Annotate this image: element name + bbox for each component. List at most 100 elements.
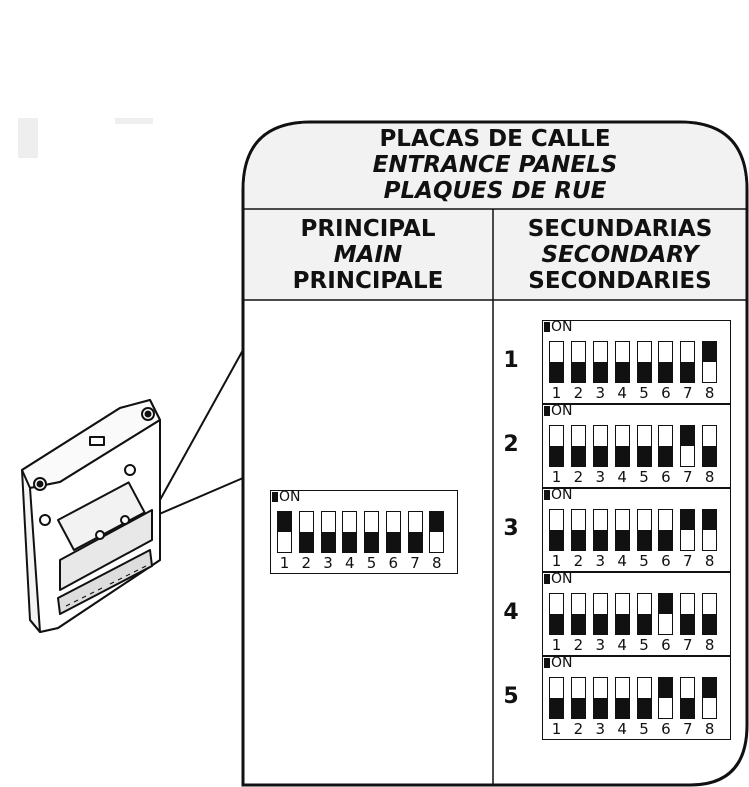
title-english: ENTRANCE PANELS <box>372 152 618 178</box>
secondary-panel-number: 4 <box>503 600 519 625</box>
switch-number: 3 <box>595 720 606 738</box>
dip-switch-knob-off <box>681 698 695 718</box>
dip-switch-3 <box>592 425 608 467</box>
dip-switch-knob-off <box>571 446 585 466</box>
switch-number: 2 <box>301 554 312 572</box>
dip-switch-knob-off <box>659 446 673 466</box>
switch-number: 8 <box>704 636 715 654</box>
dip-switch-4 <box>614 509 630 551</box>
secondary-panel-number: 1 <box>503 348 519 373</box>
title-spanish: PLACAS DE CALLE <box>379 126 611 152</box>
secondary-panel-number: 2 <box>503 432 519 457</box>
dip-switch-1 <box>549 593 564 635</box>
dip-switch-3 <box>592 509 608 551</box>
dip-switch-8 <box>429 511 445 553</box>
on-indicator-mark <box>544 490 550 500</box>
dip-switch-knob-off <box>550 698 563 718</box>
switch-number: 2 <box>573 552 584 570</box>
switch-number: 7 <box>682 636 693 654</box>
on-indicator-mark <box>544 406 550 416</box>
dip-switch-knob-off <box>550 446 563 466</box>
dip-switch-knob-off <box>637 698 651 718</box>
dip-switch-3 <box>592 593 608 635</box>
switch-number: 8 <box>704 468 715 486</box>
switch-number: 8 <box>431 554 442 572</box>
dip-switch-knob-off <box>571 614 585 634</box>
switch-number: 4 <box>617 720 627 738</box>
switch-number: 6 <box>661 468 671 486</box>
dip-switch-5 <box>364 511 379 553</box>
dip-switch-knob-off <box>615 614 629 634</box>
dip-switch-knob-on <box>681 510 695 530</box>
dip-switch-4 <box>614 593 630 635</box>
dip-switch-knob-off <box>637 362 651 382</box>
switch-number: 2 <box>573 636 584 654</box>
callout-line-top <box>149 349 244 519</box>
dip-switch-knob-on <box>681 426 695 446</box>
switch-number: 4 <box>617 552 627 570</box>
dip-switch-1 <box>277 511 292 553</box>
switch-number: 3 <box>595 384 606 402</box>
dip-switch-7 <box>680 677 696 719</box>
dip-switch-knob-off <box>571 362 585 382</box>
dip-switch-knob-off <box>615 362 629 382</box>
switch-number: 8 <box>704 720 715 738</box>
dip-switch-1 <box>549 509 564 551</box>
dip-switch-knob-off <box>659 362 673 382</box>
switch-number: 3 <box>595 636 606 654</box>
switch-number: 5 <box>639 636 649 654</box>
dip-switch-3 <box>592 341 608 383</box>
switch-number: 1 <box>551 720 562 738</box>
dip-switch-knob-off <box>550 614 563 634</box>
main-header-spanish: PRINCIPAL <box>300 216 436 242</box>
entrance-panels-title: PLACAS DE CALLE ENTRANCE PANELS PLAQUES … <box>243 126 747 204</box>
switch-number: 1 <box>551 468 562 486</box>
dip-switch-1 <box>549 341 564 383</box>
callout-line-bottom <box>149 477 244 519</box>
dip-switch-4 <box>614 341 630 383</box>
main-column-header: PRINCIPAL MAIN PRINCIPALE <box>243 216 493 294</box>
dip-switch-6 <box>658 341 674 383</box>
dip-switch-knob-on <box>659 594 673 614</box>
switch-number: 3 <box>595 468 606 486</box>
dip-switch-knob-on <box>659 678 673 698</box>
switch-number: 1 <box>551 384 562 402</box>
dip-switch-2 <box>570 425 586 467</box>
dip-switch-5 <box>636 677 652 719</box>
dip-switch-knob-off <box>299 532 313 552</box>
main-header-french: PRINCIPALE <box>292 268 444 294</box>
dip-switch-knob-off <box>593 614 607 634</box>
dip-switch-4 <box>614 677 630 719</box>
switch-number: 6 <box>661 636 671 654</box>
dip-switch-knob-off <box>321 532 335 552</box>
dip-switch-7 <box>680 509 696 551</box>
switch-number: 2 <box>573 468 584 486</box>
dip-switch-5 <box>636 425 652 467</box>
switch-number: 2 <box>573 720 584 738</box>
dip-switch-6 <box>385 511 401 553</box>
dip-switch-1 <box>549 677 564 719</box>
dip-switch-2 <box>570 341 586 383</box>
on-indicator-mark <box>544 658 550 668</box>
switch-number: 5 <box>639 384 649 402</box>
switch-number: 4 <box>344 554 355 572</box>
switch-number: 7 <box>682 720 693 738</box>
switch-number: 1 <box>551 636 562 654</box>
switch-number: 1 <box>551 552 562 570</box>
switch-number: 7 <box>410 554 420 572</box>
dip-switch-4 <box>342 511 358 553</box>
dip-switch-knob-off <box>593 446 607 466</box>
dip-switch-knob-off <box>703 446 717 466</box>
device-illustration <box>21 399 161 633</box>
dip-switch-5 <box>636 509 652 551</box>
dip-switch-knob-off <box>365 532 378 552</box>
secondary-header-french: SECONDARIES <box>528 268 712 294</box>
dip-switch-8 <box>702 509 718 551</box>
switch-number: 3 <box>595 552 606 570</box>
dip-switch-1 <box>549 425 564 467</box>
switch-number: 5 <box>639 468 649 486</box>
dip-switch-knob-on <box>278 512 291 532</box>
